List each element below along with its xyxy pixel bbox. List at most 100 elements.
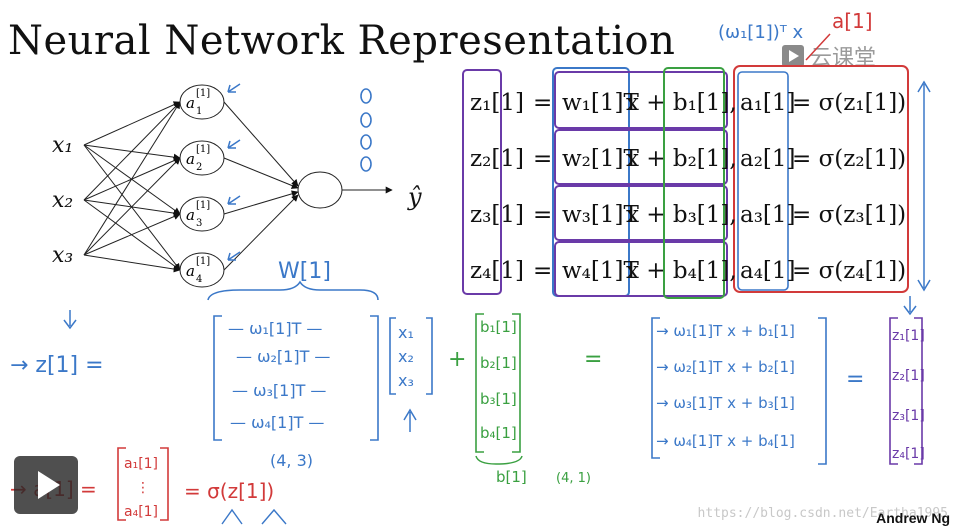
a-vec-1: a₁[1] [124, 456, 158, 472]
W-label: W[1] [278, 259, 331, 284]
eq4-a: a₄[1] [740, 258, 796, 284]
input-x3: x₃ [52, 243, 73, 268]
equals-sign: = [584, 347, 602, 372]
node-pointer-marks [227, 83, 241, 261]
sum-matrix-brackets [651, 317, 827, 465]
x-vec-2: x₂ [398, 347, 414, 366]
eq3-sigma: = σ(z₃[1]) [792, 202, 906, 228]
hidden-node-3: a 3 [1] [179, 196, 225, 232]
eq4-xb: x + b₄[1], [626, 258, 737, 284]
hidden-layer: a 1 [1] a 2 [1] a 3 [1] a 4 [1] [179, 83, 241, 288]
svg-text:=: = [533, 202, 552, 228]
w-row-4: — ω₄[1]T — [230, 413, 324, 432]
eq3-xb: x + b₃[1], [626, 202, 737, 228]
eq3-a: a₃[1] [740, 202, 796, 228]
w-row-2: — ω₂[1]T — [236, 347, 330, 366]
svg-text:=: = [533, 258, 552, 284]
svg-text:4: 4 [196, 274, 202, 285]
b-vec-2: b₂[1] [480, 354, 517, 372]
eq3-w: w₃[1]T [562, 202, 639, 228]
x-vec-3: x₃ [398, 371, 414, 390]
svg-text:=: = [533, 90, 552, 116]
eq2-z: z₂[1] [470, 146, 524, 172]
eq2-xb: x + b₂[1], [626, 146, 737, 172]
output-y-hat: ŷ [407, 183, 422, 211]
hidden-node-4: a 4 [1] [179, 252, 225, 288]
row3-box [554, 185, 728, 241]
row1-box [554, 71, 728, 129]
z-vec-1: z₁[1] [892, 328, 925, 344]
svg-text:[1]: [1] [196, 256, 210, 267]
watermark: https://blog.csdn.net/Eartha1995 [697, 506, 948, 521]
a-sigma: = σ(z[1]) [184, 479, 274, 503]
z-column-box [462, 69, 502, 295]
z-vec-3: z₃[1] [892, 408, 925, 424]
x-vector-brackets [389, 317, 433, 395]
b-dims: (4, 1) [556, 471, 591, 486]
row4-box [554, 241, 728, 297]
a-vec-dots: ⋮ [136, 480, 150, 496]
w-row-3: — ω₃[1]T — [232, 381, 326, 400]
neuron-dots [360, 88, 372, 172]
equals-sign-2: = [846, 367, 864, 392]
svg-text:3: 3 [196, 218, 202, 229]
z-vector-brackets [889, 317, 923, 465]
z-equals-label: → z[1] = [10, 353, 104, 378]
eq4-sigma: = σ(z₄[1]) [792, 258, 906, 284]
svg-text:[1]: [1] [196, 88, 210, 99]
eq1-w: w₁[1]T [562, 90, 639, 116]
play-logo-icon [782, 45, 804, 67]
svg-text:=: = [533, 146, 552, 172]
eq4-z: z₄[1] [470, 258, 524, 284]
plus-sign: + [448, 347, 466, 372]
input-x1: x₁ [52, 133, 73, 158]
sum-row-2: → ω₂[1]T x + b₂[1] [656, 358, 795, 376]
row2-box [554, 129, 728, 185]
svg-text:a: a [186, 206, 195, 224]
svg-text:[1]: [1] [196, 144, 210, 155]
z-vec-2: z₂[1] [892, 368, 925, 384]
network-edges [83, 101, 393, 273]
z-vec-4: z₄[1] [892, 446, 925, 462]
eq2-w: w₂[1]T [562, 146, 639, 172]
svg-text:a: a [186, 262, 195, 280]
b-vec-3: b₃[1] [480, 390, 517, 408]
author-name: Andrew Ng [876, 510, 950, 526]
eq2-sigma: = σ(z₂[1]) [792, 146, 906, 172]
w-row-1: — ω₁[1]T — [228, 319, 322, 338]
w-dims: (4, 3) [270, 451, 313, 470]
play-icon [38, 471, 60, 499]
a-vector-brackets [117, 447, 169, 521]
svg-text:[1]: [1] [196, 200, 210, 211]
b-vec-1: b₁[1] [480, 318, 517, 336]
hidden-node-1: a 1 [1] [179, 84, 225, 120]
eq1-z: z₁[1] [470, 90, 524, 116]
note-w-transpose: (ω₁[1])ᵀ x [718, 22, 803, 43]
a-column-box [737, 71, 789, 291]
output-node [297, 171, 343, 209]
slide-title: Neural Network Representation [8, 18, 676, 64]
hidden-node-2: a 2 [1] [179, 140, 225, 176]
input-labels: x₁ x₂ x₃ [52, 133, 73, 268]
input-x2: x₂ [52, 188, 73, 213]
svg-text:a: a [186, 94, 195, 112]
eq2-a: a₂[1] [740, 146, 796, 172]
handwritten-notes: (ω₁[1])ᵀ x a[1] W[1] → z[1] = — ω₁[1]T —… [10, 9, 925, 525]
svg-text:1: 1 [196, 106, 202, 117]
video-play-button[interactable] [14, 456, 78, 514]
note-a: a[1] [832, 9, 873, 33]
sum-row-1: → ω₁[1]T x + b₁[1] [656, 322, 795, 340]
w-matrix-brackets [213, 315, 379, 441]
eq4-w: w₄[1]T [562, 258, 639, 284]
x-vec-1: x₁ [398, 323, 414, 342]
sum-row-3: → ω₃[1]T x + b₃[1] [656, 394, 795, 412]
svg-text:2: 2 [196, 162, 202, 173]
b-vector-brackets [475, 313, 521, 453]
eq1-a: a₁[1] [740, 90, 796, 116]
sum-row-4: → ω₄[1]T x + b₄[1] [656, 432, 795, 450]
activation-box [733, 65, 909, 293]
b-vec-4: b₄[1] [480, 424, 517, 442]
eq1-xb: x + b₁[1], [626, 90, 737, 116]
svg-text:a: a [186, 150, 195, 168]
